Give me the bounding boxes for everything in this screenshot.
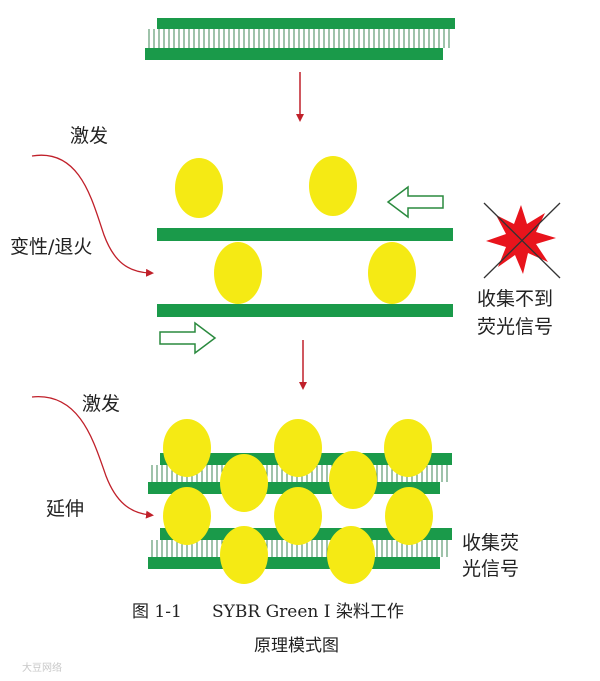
dye-molecule xyxy=(274,487,322,545)
dye-molecule xyxy=(385,487,433,545)
dye-molecule xyxy=(329,451,377,509)
dye-molecule xyxy=(274,419,322,477)
stage-3-extension: 激发 延伸 收集荧 光信号 xyxy=(32,393,519,584)
watermark: 大豆网络 xyxy=(22,661,62,674)
label-extend: 延伸 xyxy=(46,498,84,520)
stage-2-denature: 激发 变性/退火 收集不到 荧光信号 xyxy=(10,125,560,353)
label-no-signal-line1: 收集不到 xyxy=(477,288,553,310)
single-strand-upper xyxy=(157,228,453,241)
dye-molecule xyxy=(384,419,432,477)
label-excite-1: 激发 xyxy=(70,125,108,147)
dye-molecule xyxy=(163,487,211,545)
bottom-strand xyxy=(145,48,443,60)
dye-molecule xyxy=(309,156,357,216)
dye-molecule xyxy=(163,419,211,477)
hollow-arrow-icon xyxy=(388,187,443,217)
single-strand-lower xyxy=(157,304,453,317)
caption-title-line2: 原理模式图 xyxy=(254,636,339,656)
label-signal-line1: 收集荧 xyxy=(462,532,519,554)
stage-1-double-strand xyxy=(145,18,455,60)
caption-title: SYBR Green I 染料工作 xyxy=(212,602,404,622)
dye-molecule xyxy=(368,242,416,304)
hollow-arrow-icon xyxy=(160,323,215,353)
label-excite-2: 激发 xyxy=(82,393,120,415)
label-signal-line2: 光信号 xyxy=(462,558,519,580)
dye-molecule xyxy=(327,526,375,584)
top-strand xyxy=(157,18,455,29)
base-pair-teeth xyxy=(149,29,449,48)
dye-molecule xyxy=(220,526,268,584)
label-no-signal-line2: 荧光信号 xyxy=(477,316,553,338)
dye-molecule xyxy=(220,454,268,512)
label-denature-anneal: 变性/退火 xyxy=(10,236,92,258)
caption-figure-number: 图 1-1 xyxy=(132,602,182,622)
dye-molecule xyxy=(214,242,262,304)
dye-molecule xyxy=(175,158,223,218)
strand xyxy=(148,557,440,569)
